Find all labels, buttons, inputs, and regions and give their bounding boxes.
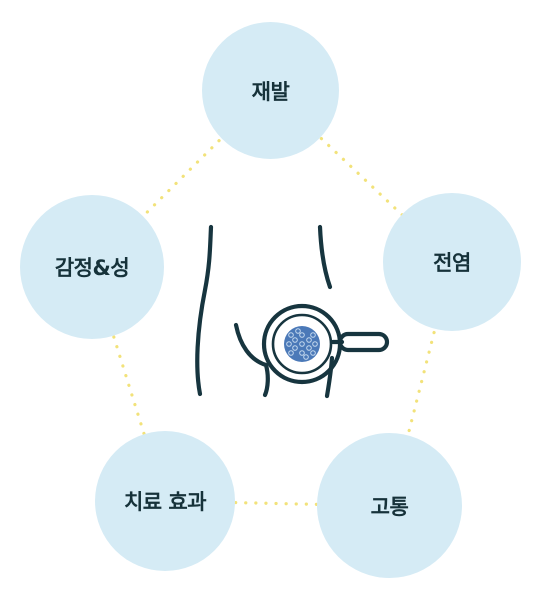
bubble-circle-relapse: [202, 22, 339, 159]
bubble-label-pain: 고통: [370, 494, 409, 519]
leg-crease: [233, 322, 270, 398]
bubble-treatment-effect: 치료 효과: [95, 431, 235, 571]
lesion-dot: [299, 332, 305, 338]
bubble-label-contagion: 전염: [433, 251, 471, 275]
lesion-dot: [303, 354, 309, 360]
lesion-disc: [284, 326, 320, 362]
lesion-dot: [295, 328, 301, 334]
lesion-dot: [299, 350, 305, 356]
bubble-circles: [20, 22, 521, 578]
lesion-cluster: [284, 326, 320, 362]
bubble-relapse: 재발: [202, 22, 339, 159]
magnifier-handle: [337, 331, 390, 353]
lesion-dots: [286, 328, 318, 360]
magnifier-ring-outer: [261, 303, 343, 385]
bubble-circle-treatment: [95, 431, 235, 571]
lesion-dot: [306, 345, 312, 351]
bubble-emotion-sex: 감정&성: [20, 195, 164, 339]
bubble-label-relapse: 재발: [251, 79, 290, 104]
lesion-dot: [306, 337, 312, 343]
body-outline-right: [317, 224, 333, 290]
magnifier-ring-inner: [271, 313, 333, 375]
bubble-circle-pain: [317, 433, 462, 578]
dotted-ring: [90, 87, 454, 508]
lesion-dot: [292, 337, 298, 343]
pelvis-magnifier-icon: [195, 224, 390, 399]
lesion-dot: [299, 341, 305, 347]
lesion-dot: [292, 345, 298, 351]
lesion-dot: [310, 350, 316, 356]
bubble-pain: 고통: [317, 433, 462, 578]
bubble-circle-emotion: [20, 195, 164, 339]
lesion-dot: [288, 350, 294, 356]
bubble-circle-contagion: [383, 193, 521, 331]
lesion-dot: [288, 332, 294, 338]
lesion-dot: [312, 341, 318, 347]
bubble-label-treatment-effect: 치료 효과: [123, 490, 207, 514]
lesion-dot: [310, 332, 316, 338]
bubble-contagion: 전염: [383, 193, 521, 331]
bubble-label-emotion-sex: 감정&성: [54, 256, 130, 280]
body-outline-right-lower: [324, 355, 335, 399]
body-outline-left: [195, 224, 214, 397]
lesion-dot: [286, 341, 292, 347]
